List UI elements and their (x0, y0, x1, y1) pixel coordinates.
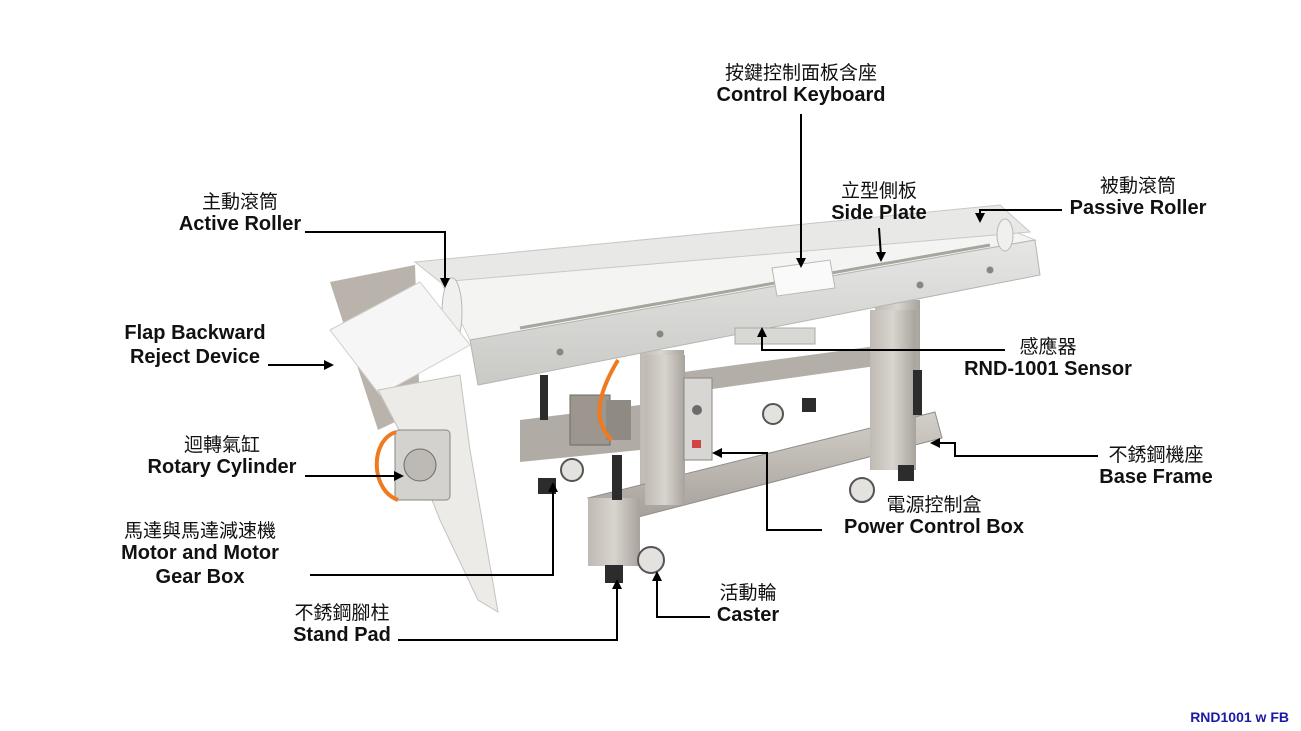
front-leg-right (870, 310, 916, 470)
label-rotary-cylinder-zh: 迴轉氣缸 (183, 434, 260, 456)
leader-side-plate (878, 227, 882, 257)
label-side-plate: 立型側板 Side Plate (812, 180, 946, 226)
passive-roller-shape (996, 218, 1014, 252)
plate-bolt (656, 330, 664, 338)
arrowhead (324, 360, 334, 370)
label-active-roller-en: Active Roller (178, 213, 302, 236)
arrowhead (652, 571, 662, 581)
leader-active-roller (305, 231, 446, 282)
label-active-roller-zh: 主動滾筒 (201, 191, 278, 213)
sensor-shape (734, 327, 816, 345)
leader-lines (268, 114, 1098, 641)
label-rotary-cylinder-en: Rotary Cylinder (147, 456, 297, 479)
black-post-3 (913, 370, 922, 415)
label-base-frame-en: Base Frame (1099, 466, 1213, 489)
side-plate-rear (413, 204, 1032, 283)
label-passive-roller-en: Passive Roller (1069, 197, 1207, 220)
label-active-roller: 主動滾筒 Active Roller (166, 191, 314, 237)
arrowhead (975, 213, 985, 223)
gearbox-shape (606, 400, 631, 440)
side-plate-front (469, 239, 1041, 386)
black-post-1 (540, 375, 548, 420)
arrowhead (612, 579, 622, 589)
rotary-cylinder-dial (403, 448, 437, 482)
leader-power-box (718, 452, 822, 531)
label-stand-pad-zh: 不銹鋼腳柱 (294, 602, 390, 624)
arrowhead (394, 471, 404, 481)
label-stand-pad: 不銹鋼腳柱 Stand Pad (280, 602, 404, 648)
label-motor: 馬達與馬達減速機 Motor and Motor Gear Box (106, 520, 294, 590)
power-knob (692, 405, 702, 415)
caster-wheel (637, 546, 665, 574)
stand-pad-shape (605, 565, 623, 583)
label-motor-zh: 馬達與馬達減速機 (123, 520, 276, 542)
power-cable (597, 358, 620, 442)
label-base-frame: 不銹鋼機座 Base Frame (1086, 444, 1226, 490)
label-flap-reject-line1: Flap Backward (124, 322, 266, 344)
arrowhead (757, 327, 767, 337)
label-sensor-zh: 感應器 (1019, 336, 1077, 358)
label-power-box-zh: 電源控制盒 (886, 494, 982, 516)
label-rotary-cylinder: 迴轉氣缸 Rotary Cylinder (132, 434, 312, 480)
label-control-keyboard: 按鍵控制面板含座 Control Keyboard (690, 62, 912, 108)
caster-wheel (560, 458, 584, 482)
leader-motor (310, 488, 554, 576)
machine-illustration (329, 204, 1041, 613)
label-sensor: 感應器 RND-1001 Sensor (950, 336, 1146, 382)
power-switch (692, 440, 701, 448)
label-sensor-en: RND-1001 Sensor (964, 358, 1132, 381)
label-side-plate-en: Side Plate (831, 202, 927, 225)
mid-leg (645, 355, 685, 505)
leader-stand-pad (398, 585, 618, 641)
stand-pad-shape (898, 465, 914, 481)
leader-caster (656, 577, 710, 618)
label-power-box-en: Power Control Box (843, 516, 1024, 539)
label-power-box: 電源控制盒 Power Control Box (826, 494, 1042, 540)
leader-sensor (761, 333, 1005, 351)
arrowhead (796, 258, 806, 268)
rear-crossbar (684, 346, 876, 393)
plate-bolt (556, 348, 564, 356)
stand-pad-shape (802, 398, 816, 412)
arrowhead (548, 482, 558, 492)
arrowhead (712, 448, 722, 458)
label-passive-roller-zh: 被動滾筒 (1099, 175, 1176, 197)
model-code: RND1001 w FB (1190, 709, 1289, 725)
flap-white-plate (329, 281, 471, 396)
motor-shape (569, 394, 611, 446)
plate-bolt (916, 281, 924, 289)
label-base-frame-zh: 不銹鋼機座 (1108, 444, 1204, 466)
label-caster-zh: 活動輪 (719, 582, 777, 604)
black-post-2 (612, 455, 622, 500)
arrowhead (930, 438, 940, 448)
arrowhead (440, 278, 450, 288)
label-stand-pad-en: Stand Pad (293, 624, 391, 647)
label-caster-en: Caster (716, 604, 780, 627)
label-motor-en-line1: Motor and Motor (121, 542, 279, 565)
label-side-plate-zh: 立型側板 (840, 180, 917, 202)
label-control-keyboard-en: Control Keyboard (716, 84, 886, 107)
label-motor-en-line2: Gear Box (155, 566, 245, 588)
belt-groove (519, 243, 991, 330)
plate-bolt (986, 266, 994, 274)
front-leg-left (588, 498, 640, 566)
label-flap-reject: Flap Backward Reject Device (110, 322, 280, 369)
leader-base-frame (936, 442, 1098, 457)
arrowhead (876, 252, 886, 262)
leader-arrowheads (324, 213, 985, 589)
control-keyboard-shape (771, 259, 836, 297)
label-caster: 活動輪 Caster (702, 582, 794, 628)
air-hose (374, 430, 399, 502)
label-flap-reject-line2: Reject Device (129, 345, 261, 368)
caster-wheel (849, 477, 875, 503)
label-control-keyboard-zh: 按鍵控制面板含座 (724, 62, 877, 84)
label-passive-roller: 被動滾筒 Passive Roller (1058, 175, 1218, 221)
caster-wheel (762, 403, 784, 425)
